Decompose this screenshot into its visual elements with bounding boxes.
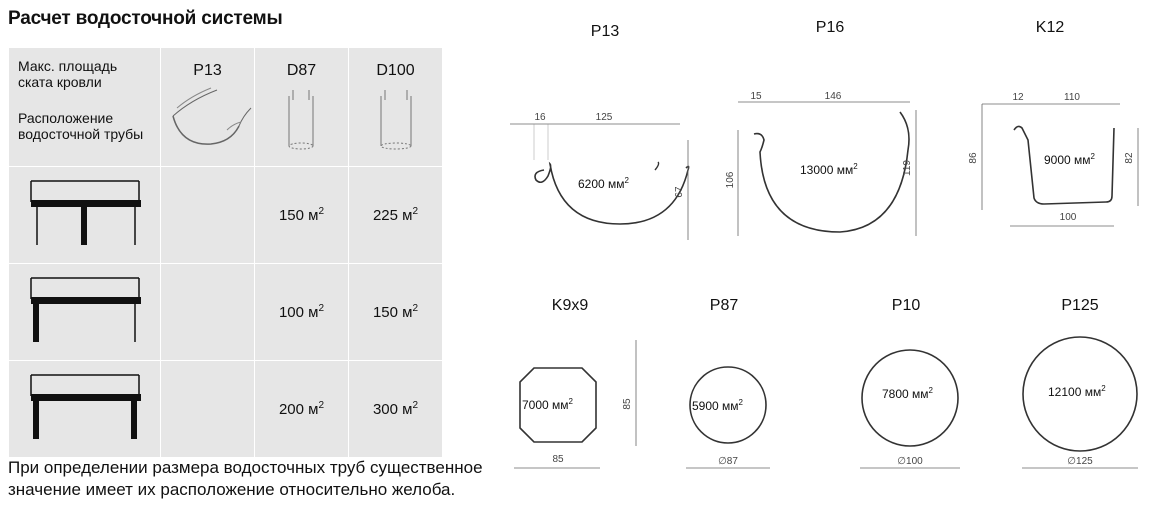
dim-label: 67 — [674, 186, 685, 198]
table-cell — [160, 360, 255, 458]
profiles-diagram: P13 16 125 67 6200 мм2 P16 15 146 106 11… — [510, 19, 1139, 469]
profile-label: P87 — [710, 297, 739, 314]
column-d87: D87 — [254, 47, 349, 167]
dim-label: ∅87 — [718, 456, 738, 467]
cell-value: 300 м — [372, 401, 413, 418]
cell-unit-sup: 2 — [318, 303, 325, 314]
dim-label: 110 — [1064, 92, 1080, 103]
profile-p87: P87 ∅87 5900 мм2 — [686, 297, 770, 469]
profile-label: P125 — [1061, 297, 1098, 314]
area-label: 9000 мм2 — [1044, 152, 1096, 167]
column-p13: P13 — [160, 47, 255, 167]
cell-value: 100 м — [278, 304, 319, 321]
cell-value: 225 м — [372, 207, 413, 224]
column-header-label: P13 — [193, 62, 222, 79]
profile-label: K12 — [1036, 19, 1065, 36]
profile-k9x9: K9x9 85 85 7000 мм2 — [514, 297, 637, 469]
dim-label: 106 — [725, 171, 736, 188]
cell-unit-sup: 2 — [412, 400, 419, 411]
dim-label: 100 — [1060, 212, 1077, 223]
downpipe-d100-icon — [380, 90, 412, 150]
profile-label: P10 — [892, 297, 921, 314]
pipe-position-both-ends-icon — [30, 374, 141, 439]
gutter-p13-icon — [172, 87, 252, 145]
table-row: 150 м2 225 м2 — [8, 166, 443, 264]
dim-label: 85 — [552, 454, 564, 465]
table-cell — [160, 263, 255, 361]
table-cell: 200 м2 — [254, 360, 349, 458]
calculation-table: Макс. площадь ската кровли Расположение … — [8, 47, 443, 458]
dim-label: 82 — [1124, 152, 1135, 164]
area-label: 7800 мм2 — [882, 386, 934, 401]
profile-label: P13 — [591, 23, 620, 40]
position-cell — [8, 166, 161, 264]
table-header-row: Макс. площадь ската кровли Расположение … — [8, 47, 443, 167]
column-header-label: D87 — [286, 62, 317, 79]
dim-label: ∅125 — [1067, 456, 1093, 467]
table-cell — [160, 166, 255, 264]
profile-p16: P16 15 146 106 119 13000 мм2 — [725, 19, 917, 236]
dim-label: 119 — [902, 160, 913, 176]
area-label: 5900 мм2 — [692, 398, 744, 413]
table-row: 100 м2 150 м2 — [8, 263, 443, 361]
cell-value: 150 м — [372, 304, 413, 321]
cell-unit-sup: 2 — [318, 400, 325, 411]
cell-value: 200 м — [278, 401, 319, 418]
table-row: 200 м2 300 м2 — [8, 360, 443, 458]
cell-unit-sup: 2 — [412, 206, 419, 217]
dim-label: 85 — [622, 398, 633, 410]
area-label: 13000 мм2 — [800, 162, 858, 177]
area-label: 12100 мм2 — [1048, 384, 1106, 399]
page-title: Расчет водосточной системы — [8, 8, 283, 29]
pipe-position-middle-icon — [30, 180, 141, 245]
dim-label: 125 — [596, 112, 613, 123]
table-cell: 150 м2 — [348, 263, 443, 361]
column-header-label: D100 — [376, 62, 415, 79]
note-text: При определении размера водосточных труб… — [8, 458, 483, 499]
profile-k12: K12 12 110 86 82 100 9000 мм2 — [968, 19, 1139, 227]
profile-label: K9x9 — [552, 297, 589, 314]
downpipe-d87-icon — [288, 90, 314, 150]
dim-label: 146 — [825, 91, 842, 102]
area-label: 7000 мм2 — [522, 397, 574, 412]
table-cell: 150 м2 — [254, 166, 349, 264]
cell-value: 150 м — [278, 207, 319, 224]
column-d100: D100 — [348, 47, 443, 167]
table-cell: 225 м2 — [348, 166, 443, 264]
position-cell — [8, 263, 161, 361]
pipe-position-end-icon — [30, 277, 141, 342]
dim-label: ∅100 — [897, 456, 923, 467]
cell-unit-sup: 2 — [412, 303, 419, 314]
cell-unit-sup: 2 — [318, 206, 325, 217]
dim-label: 15 — [750, 91, 762, 102]
header-label-area: Макс. площадь ската кровли — [18, 58, 118, 90]
header-label-position: Расположение водосточной трубы — [18, 110, 144, 142]
profile-p10: P10 ∅100 7800 мм2 — [860, 297, 960, 469]
table-cell: 300 м2 — [348, 360, 443, 458]
area-label: 6200 мм2 — [578, 176, 630, 191]
dim-label: 12 — [1012, 92, 1024, 103]
profile-p125: P125 ∅125 12100 мм2 — [1022, 297, 1138, 469]
dim-label: 86 — [968, 152, 979, 164]
profile-label: P16 — [816, 19, 845, 36]
table-cell: 100 м2 — [254, 263, 349, 361]
dim-label: 16 — [534, 112, 546, 123]
position-cell — [8, 360, 161, 458]
header-label-cell: Макс. площадь ската кровли Расположение … — [8, 47, 161, 167]
profile-p13: P13 16 125 67 6200 мм2 — [510, 23, 690, 240]
